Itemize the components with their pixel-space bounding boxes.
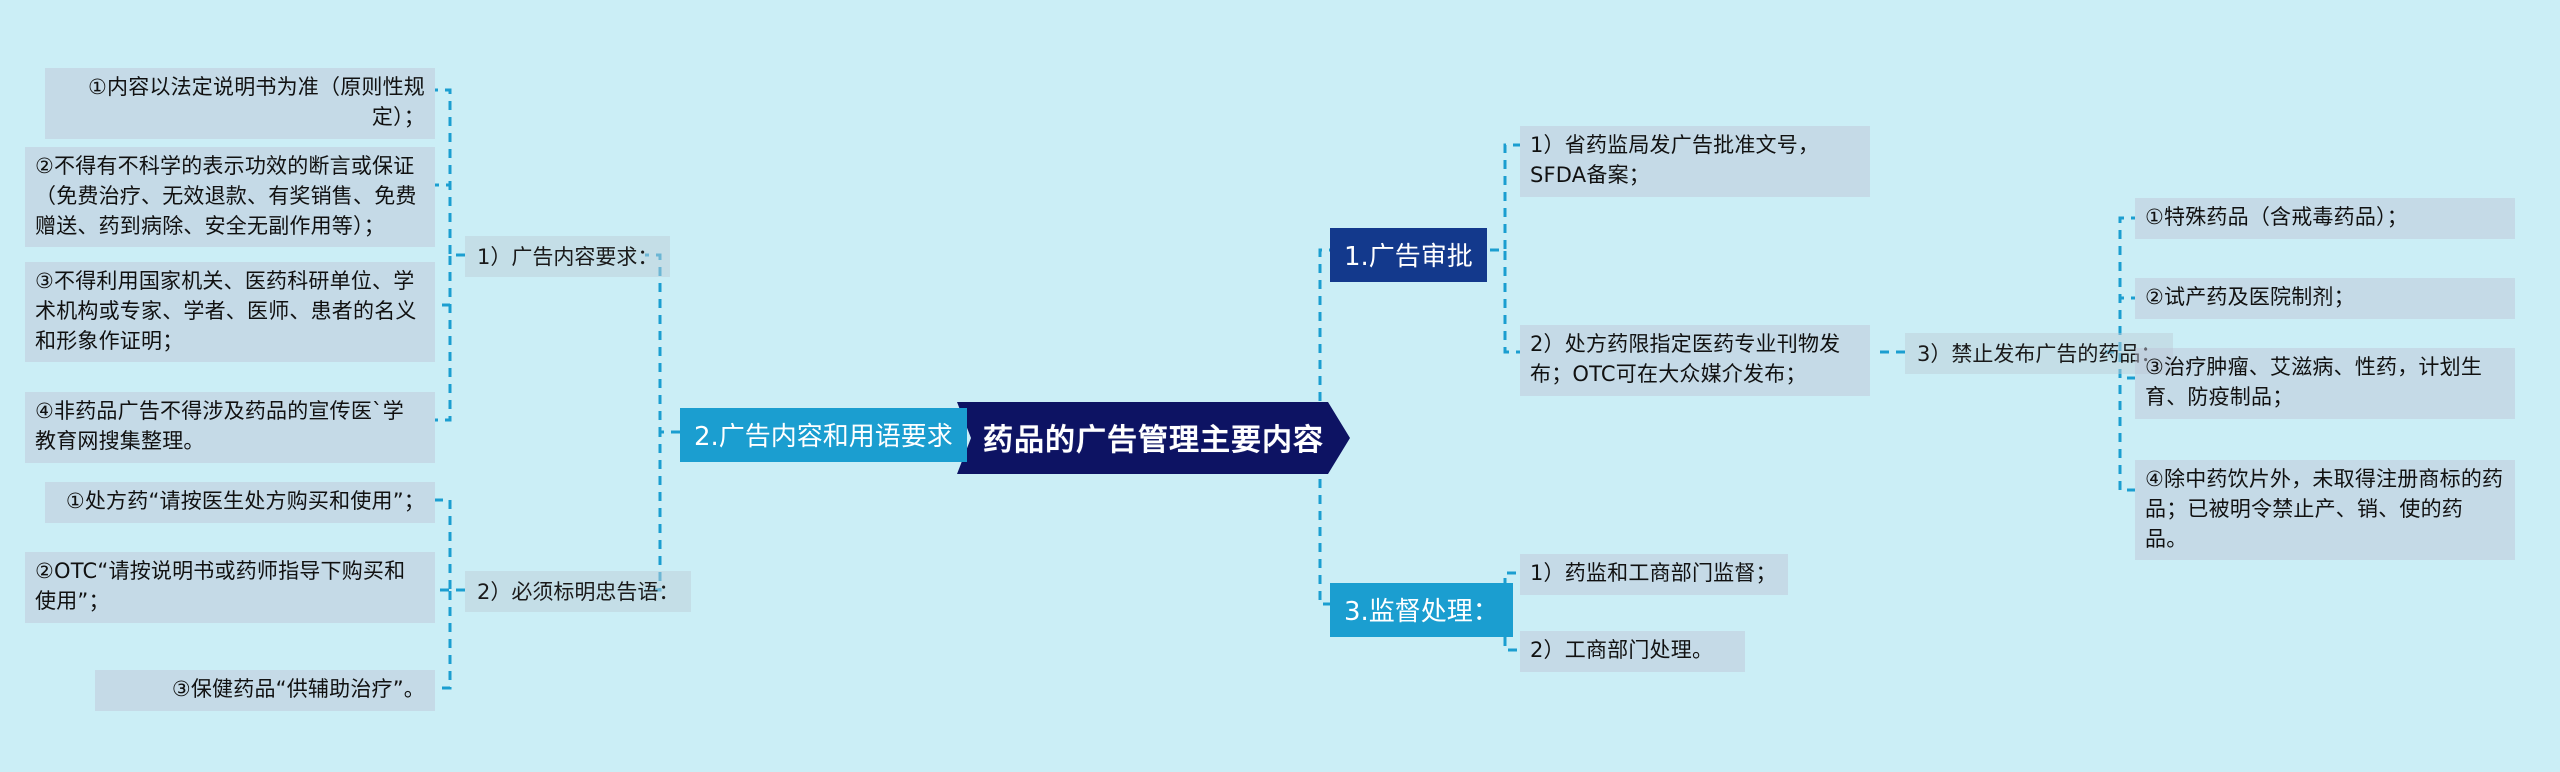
root-node[interactable]: 药品的广告管理主要内容 — [957, 402, 1350, 474]
mid-prohibited-drugs[interactable]: 3）禁止发布广告的药品： — [1905, 333, 2174, 374]
leaf-content-req-4[interactable]: ④非药品广告不得涉及药品的宣传医`学教育网搜集整理。 — [25, 392, 435, 463]
branch-advertising-approval[interactable]: 1.广告审批 — [1330, 228, 1487, 282]
leaf-content-req-2[interactable]: ②不得有不科学的表示功效的断言或保证（免费治疗、无效退款、有奖销售、免费赠送、药… — [25, 147, 435, 248]
leaf-advisory-1[interactable]: ①处方药“请按医生处方购买和使用”； — [45, 482, 435, 523]
leaf-prohibited-1[interactable]: ①特殊药品（含戒毒药品）； — [2135, 198, 2515, 239]
leaf-prohibited-4[interactable]: ④除中药饮片外，未取得注册商标的药品；已被明令禁止产、销、使的药品。 — [2135, 460, 2515, 561]
leaf-advisory-3[interactable]: ③保健药品“供辅助治疗”。 — [95, 670, 435, 711]
leaf-content-req-3[interactable]: ③不得利用国家机关、医药科研单位、学术机构或专家、学者、医师、患者的名义和形象作… — [25, 262, 435, 363]
leaf-supervision-1[interactable]: 1）药监和工商部门监督； — [1520, 554, 1788, 595]
leaf-supervision-2[interactable]: 2）工商部门处理。 — [1520, 631, 1745, 672]
leaf-advisory-2[interactable]: ②OTC“请按说明书或药师指导下购买和使用”； — [25, 552, 435, 623]
branch-supervision[interactable]: 3.监督处理： — [1330, 583, 1513, 637]
branch-content-and-wording[interactable]: 2.广告内容和用语要求 — [680, 408, 967, 462]
leaf-content-req-1[interactable]: ①内容以法定说明书为准（原则性规定）； — [45, 68, 435, 139]
leaf-prohibited-2[interactable]: ②试产药及医院制剂； — [2135, 278, 2515, 319]
leaf-approval-1[interactable]: 1）省药监局发广告批准文号，SFDA备案； — [1520, 126, 1870, 197]
root-node-wrapper: 药品的广告管理主要内容 — [957, 402, 1350, 474]
leaf-prohibited-3[interactable]: ③治疗肿瘤、艾滋病、性药，计划生育、防疫制品； — [2135, 348, 2515, 419]
mid-ad-content-requirements[interactable]: 1）广告内容要求： — [465, 236, 671, 277]
leaf-approval-2[interactable]: 2）处方药限指定医药专业刊物发布；OTC可在大众媒介发布； — [1520, 325, 1870, 396]
mid-mandatory-advisory[interactable]: 2）必须标明忠告语： — [465, 571, 692, 612]
